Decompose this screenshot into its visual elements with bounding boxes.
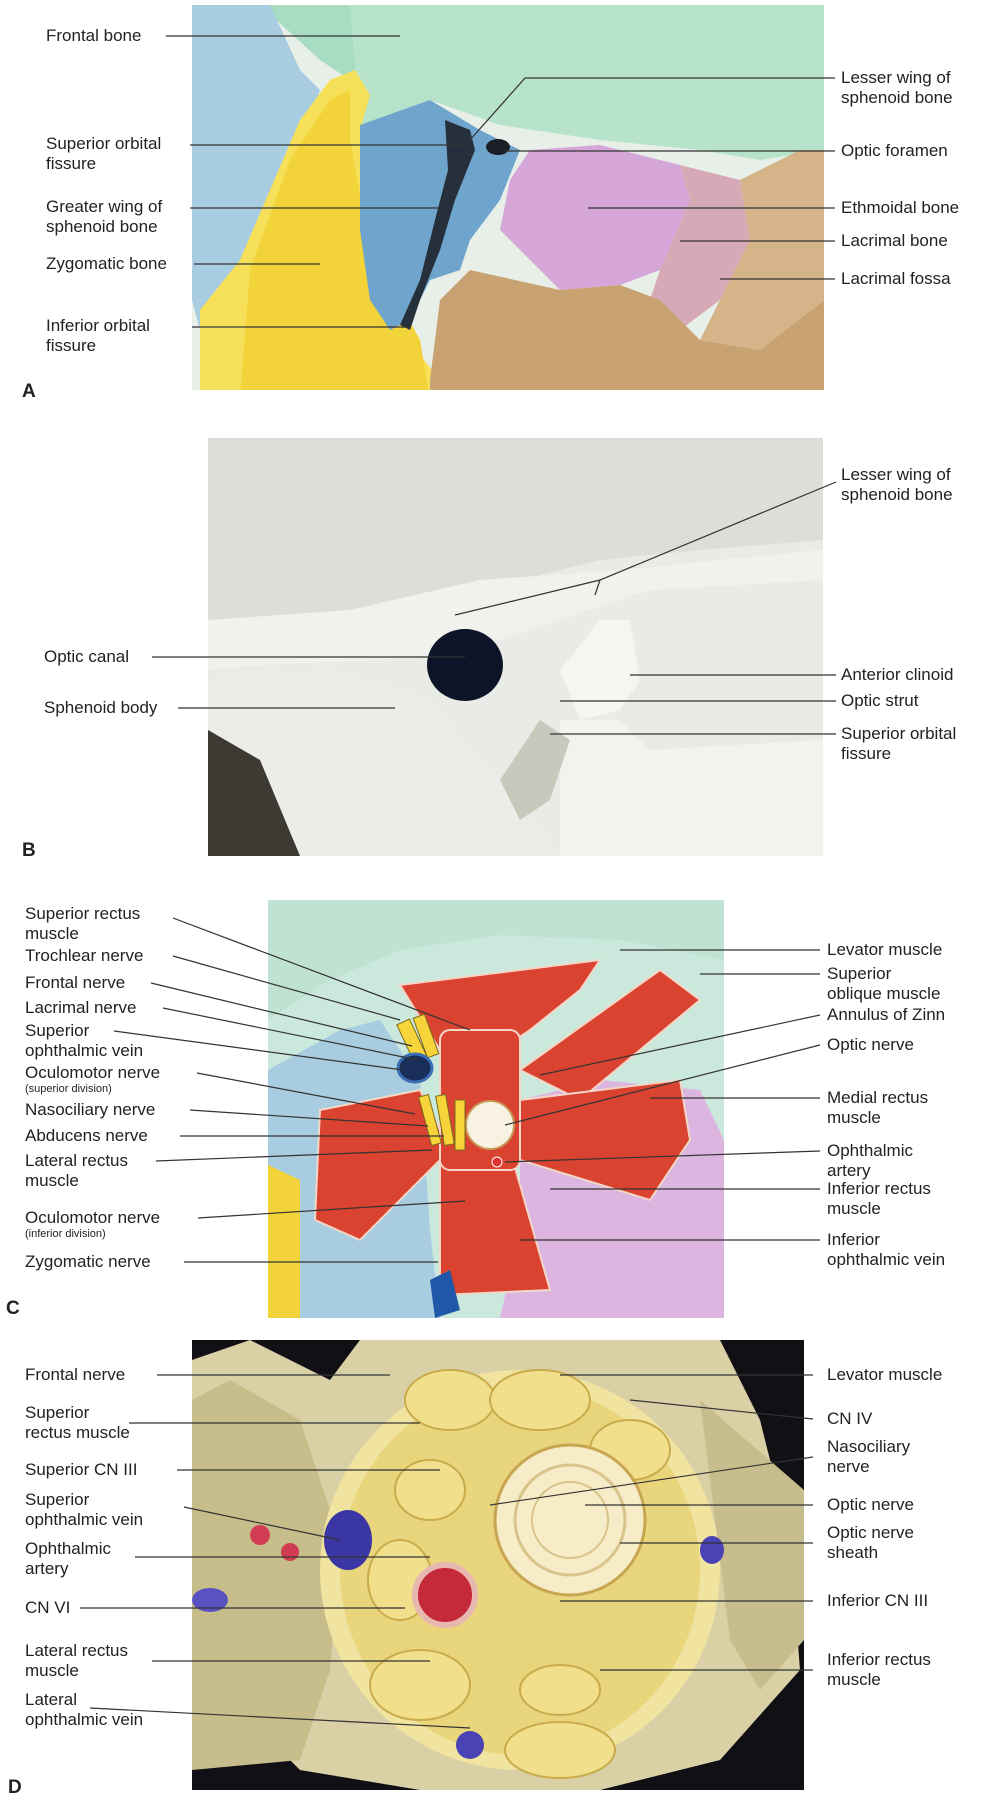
label-levator-muscle: Levator muscle	[827, 940, 943, 959]
label-oculomotor-superior: Oculomotor nerve	[25, 1063, 161, 1082]
panel-a: Frontal bone Superior orbital fissure Gr…	[0, 0, 1000, 402]
label-inferior-orbital-fissure: Inferior orbital fissure	[46, 316, 150, 355]
label-inferior-rectus-c: Inferior rectus muscle	[827, 1179, 931, 1218]
panel-a-leader-lines	[166, 35, 835, 328]
panel-d-leader-lines	[80, 1374, 814, 1729]
panel-b-leader-lines	[152, 481, 837, 735]
label-lesser-wing-sphenoid: Lesser wing of sphenoid bone	[841, 68, 953, 107]
label-cn-iv: CN IV	[827, 1409, 873, 1428]
label-sphenoid-body: Sphenoid body	[44, 698, 158, 717]
label-superior-ophthalmic-vein-d: Superior ophthalmic vein	[25, 1490, 144, 1529]
label-lacrimal-bone: Lacrimal bone	[841, 231, 948, 250]
label-superior-rectus-d: Superior rectus muscle	[25, 1403, 130, 1442]
panel-d-photo	[80, 1340, 814, 1790]
label-optic-strut: Optic strut	[841, 691, 919, 710]
label-optic-foramen: Optic foramen	[841, 141, 948, 160]
note-inferior-division: (inferior division)	[25, 1228, 106, 1240]
panel-letter-c: C	[6, 1298, 20, 1319]
label-oculomotor-inferior: Oculomotor nerve	[25, 1208, 161, 1227]
label-lesser-wing-sphenoid-b: Lesser wing of sphenoid bone	[841, 465, 953, 504]
label-inferior-rectus-d: Inferior rectus muscle	[827, 1650, 931, 1689]
label-frontal-nerve-d: Frontal nerve	[25, 1365, 126, 1384]
panel-d: Frontal nerve Superior rectus muscle Sup…	[0, 1340, 1000, 1803]
label-ophthalmic-artery-c: Ophthalmic artery	[827, 1141, 913, 1180]
label-greater-wing-sphenoid: Greater wing of sphenoid bone	[46, 197, 163, 236]
label-lateral-rectus: Lateral rectus muscle	[25, 1151, 128, 1190]
panel-letter-a: A	[22, 381, 36, 402]
label-superior-oblique: Superior oblique muscle	[827, 964, 941, 1003]
label-annulus-of-zinn: Annulus of Zinn	[827, 1005, 946, 1024]
label-superior-orbital-fissure: Superior orbital fissure	[46, 134, 162, 173]
panel-a-illustration	[166, 5, 835, 390]
label-nasociliary-nerve: Nasociliary nerve	[25, 1100, 156, 1119]
label-ophthalmic-artery-d: Ophthalmic artery	[25, 1539, 111, 1578]
label-optic-nerve-d: Optic nerve	[827, 1495, 914, 1514]
label-medial-rectus: Medial rectus muscle	[827, 1088, 929, 1127]
label-frontal-bone: Frontal bone	[46, 26, 142, 45]
panel-c: Superior rectus muscle Trochlear nerve F…	[0, 900, 1000, 1320]
label-inferior-ophthalmic-vein: Inferior ophthalmic vein	[827, 1230, 946, 1269]
panel-b-photo	[152, 438, 837, 856]
label-abducens-nerve: Abducens nerve	[25, 1126, 148, 1145]
label-optic-nerve-c: Optic nerve	[827, 1035, 914, 1054]
label-zygomatic-nerve: Zygomatic nerve	[25, 1252, 151, 1271]
label-nasociliary-nerve-d: Nasociliary nerve	[827, 1437, 911, 1476]
label-optic-canal: Optic canal	[44, 647, 130, 666]
label-lateral-ophthalmic-vein: Lateral ophthalmic vein	[25, 1690, 144, 1729]
panel-c-illustration	[113, 900, 821, 1318]
panel-letter-d: D	[8, 1777, 22, 1798]
panel-b: Optic canal Sphenoid body Lesser wing of…	[0, 420, 1000, 870]
label-frontal-nerve: Frontal nerve	[25, 973, 126, 992]
panel-c-leader-lines	[113, 917, 821, 1263]
label-anterior-clinoid: Anterior clinoid	[841, 665, 954, 684]
label-zygomatic-bone: Zygomatic bone	[46, 254, 167, 273]
label-superior-orbital-fissure-b: Superior orbital fissure	[841, 724, 957, 763]
label-superior-rectus: Superior rectus muscle	[25, 904, 141, 943]
label-inferior-cn-iii: Inferior CN III	[827, 1591, 929, 1610]
label-superior-cn-iii: Superior CN III	[25, 1460, 138, 1479]
label-optic-nerve-sheath: Optic nerve sheath	[827, 1523, 914, 1562]
note-superior-division: (superior division)	[25, 1083, 112, 1095]
label-lateral-rectus-d: Lateral rectus muscle	[25, 1641, 128, 1680]
label-ethmoidal-bone: Ethmoidal bone	[841, 198, 960, 217]
label-levator-muscle-d: Levator muscle	[827, 1365, 943, 1384]
label-superior-ophthalmic-vein: Superior ophthalmic vein	[25, 1021, 144, 1060]
label-lacrimal-nerve: Lacrimal nerve	[25, 998, 137, 1017]
label-trochlear-nerve: Trochlear nerve	[25, 946, 144, 965]
label-cn-vi: CN VI	[25, 1598, 71, 1617]
panel-letter-b: B	[22, 840, 36, 861]
label-lacrimal-fossa: Lacrimal fossa	[841, 269, 951, 288]
